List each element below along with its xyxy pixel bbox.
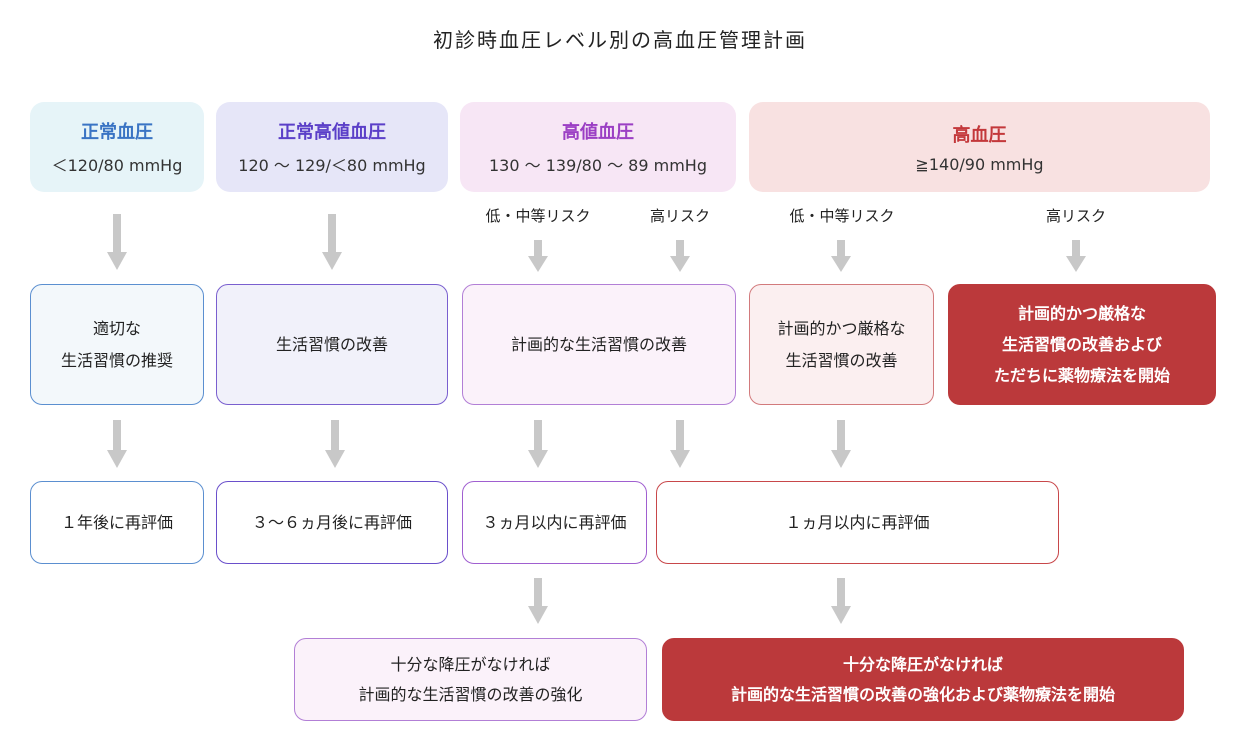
reeval-text: ３ヵ月以内に再評価: [482, 512, 627, 532]
reeval-text: １年後に再評価: [60, 512, 173, 532]
arrow-down-icon: [831, 578, 851, 624]
action-line: 計画的かつ厳格な: [777, 319, 906, 339]
final-line: 計画的な生活習慣の改善の強化: [358, 684, 583, 704]
arrow-down-icon: [670, 420, 690, 468]
risk-label-htn-low-mid: 低・中等リスク: [789, 207, 895, 225]
action-normal: 適切な 生活習慣の推奨: [30, 284, 204, 405]
risk-label-htn-high: 高リスク: [1045, 207, 1106, 225]
category-range: 120 ～ 129/＜80 mmHg: [238, 156, 426, 175]
category-name: 正常血圧: [81, 122, 153, 143]
category-hypertension: 高血圧 ≧140/90 mmHg: [749, 102, 1210, 192]
action-line: 生活習慣の改善: [275, 334, 388, 354]
action-high-normal: 生活習慣の改善: [216, 284, 448, 405]
risk-label-elevated-low-mid: 低・中等リスク: [485, 207, 591, 225]
category-high-normal: 正常高値血圧 120 ～ 129/＜80 mmHg: [216, 102, 448, 192]
category-elevated: 高値血圧 130 ～ 139/80 ～ 89 mmHg: [460, 102, 736, 192]
action-elevated: 計画的な生活習慣の改善: [462, 284, 736, 405]
category-name: 高血圧: [952, 124, 1007, 146]
reeval-normal: １年後に再評価: [30, 481, 204, 564]
action-htn-low-mid: 計画的かつ厳格な 生活習慣の改善: [749, 284, 934, 405]
arrow-down-icon: [831, 420, 851, 468]
action-line: 生活習慣の改善: [785, 350, 898, 370]
arrow-down-icon: [322, 214, 342, 270]
category-name: 高値血圧: [562, 122, 634, 143]
action-line: 生活習慣の推奨: [60, 350, 173, 370]
arrow-down-icon: [325, 420, 345, 468]
arrow-down-icon: [1066, 240, 1086, 272]
category-range: 130 ～ 139/80 ～ 89 mmHg: [489, 156, 707, 175]
final-htn: 十分な降圧がなければ 計画的な生活習慣の改善の強化および薬物療法を開始: [662, 638, 1184, 721]
reeval-high-normal: ３～６ヵ月後に再評価: [216, 481, 448, 564]
reeval-elevated-low-mid: ３ヵ月以内に再評価: [462, 481, 647, 564]
category-name: 正常高値血圧: [278, 122, 386, 143]
final-elevated: 十分な降圧がなければ 計画的な生活習慣の改善の強化: [294, 638, 647, 721]
arrow-down-icon: [107, 420, 127, 468]
category-normal: 正常血圧 ＜120/80 mmHg: [30, 102, 204, 192]
action-htn-high: 計画的かつ厳格な 生活習慣の改善および ただちに薬物療法を開始: [948, 284, 1216, 405]
category-range: ≧140/90 mmHg: [915, 154, 1044, 174]
reeval-one-month: １ヵ月以内に再評価: [656, 481, 1059, 564]
arrow-down-icon: [528, 578, 548, 624]
action-line: ただちに薬物療法を開始: [993, 366, 1170, 386]
arrow-down-icon: [670, 240, 690, 272]
diagram-title: 初診時血圧レベル別の高血圧管理計画: [433, 28, 807, 52]
arrow-down-icon: [107, 214, 127, 270]
reeval-text: ３～６ヵ月後に再評価: [251, 512, 412, 532]
arrow-down-icon: [831, 240, 851, 272]
action-line: 適切な: [92, 319, 141, 339]
action-line: 計画的な生活習慣の改善: [510, 334, 687, 354]
reeval-text: １ヵ月以内に再評価: [785, 512, 930, 532]
action-line: 生活習慣の改善および: [1001, 334, 1162, 354]
final-line: 十分な降圧がなければ: [390, 654, 551, 674]
category-range: ＜120/80 mmHg: [51, 156, 183, 175]
action-line: 計画的かつ厳格な: [1017, 303, 1146, 323]
risk-label-elevated-high: 高リスク: [649, 207, 710, 225]
arrow-down-icon: [528, 240, 548, 272]
arrow-down-icon: [528, 420, 548, 468]
final-line: 十分な降圧がなければ: [842, 654, 1003, 674]
final-line: 計画的な生活習慣の改善の強化および薬物療法を開始: [730, 684, 1115, 704]
